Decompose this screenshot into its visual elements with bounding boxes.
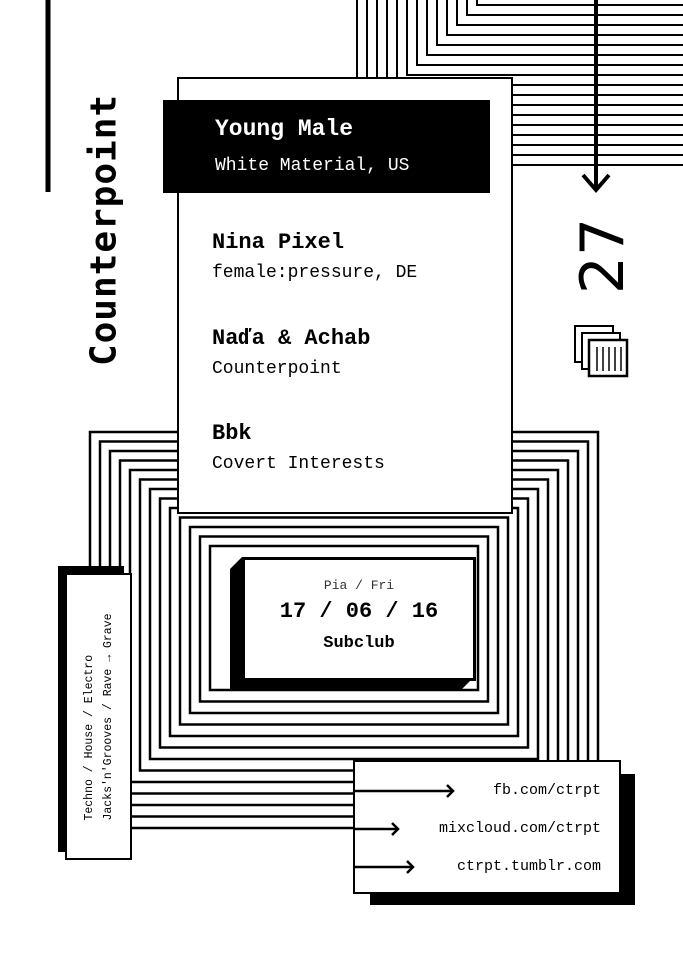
artist-label: female:pressure, DE	[212, 263, 418, 283]
stacked-pages-icon	[574, 325, 629, 378]
pattern-line	[476, 0, 683, 6]
poster-title: Counterpoint	[83, 93, 125, 367]
artist-name: Nina Pixel	[212, 230, 345, 255]
artist-name: Bbk	[212, 421, 252, 446]
links-box: fb.com/ctrpt mixcloud.com/ctrpt ctrpt.tu…	[353, 760, 621, 894]
mixcloud-link[interactable]: mixcloud.com/ctrpt	[438, 820, 601, 837]
pattern-line	[446, 0, 683, 36]
artist-item: Naďa & Achab Counterpoint	[212, 326, 370, 379]
facebook-link[interactable]: fb.com/ctrpt	[492, 782, 601, 799]
headliner-label: White Material, US	[215, 156, 410, 176]
genre-box: Techno / House / Electro Jacks'n'Grooves…	[65, 573, 132, 860]
event-venue: Subclub	[323, 634, 395, 653]
artist-item: Bbk Covert Interests	[212, 421, 385, 474]
arrow-right-icon	[353, 784, 455, 874]
event-day: Pia / Fri	[323, 578, 395, 593]
headliner-block: Young Male White Material, US	[163, 100, 490, 193]
pattern-rect	[188, 525, 500, 715]
event-date-box: Pia / Fri 17 / 06 / 16 Subclub	[242, 557, 476, 681]
pattern-line	[466, 0, 683, 16]
pattern-line	[396, 0, 683, 86]
pattern-line	[426, 0, 683, 56]
artist-label: Covert Interests	[212, 454, 385, 474]
pattern-line	[406, 0, 683, 76]
pattern-rect	[178, 516, 510, 726]
artist-item: Nina Pixel female:pressure, DE	[212, 230, 417, 283]
pattern-line	[436, 0, 683, 46]
event-date: 17 / 06 / 16	[279, 599, 439, 624]
issue-number: 27	[568, 217, 638, 295]
arrow-down-icon	[581, 0, 611, 194]
pattern-line	[456, 0, 683, 26]
artist-label: Counterpoint	[212, 359, 342, 379]
tumblr-link[interactable]: ctrpt.tumblr.com	[456, 858, 601, 875]
pattern-rect	[198, 535, 490, 703]
genre-line: Techno / House / Electro	[82, 654, 96, 821]
artist-name: Naďa & Achab	[212, 326, 371, 351]
genre-line: Jacks'n'Grooves / Rave → Grave	[101, 612, 115, 821]
headliner-name: Young Male	[215, 116, 354, 142]
